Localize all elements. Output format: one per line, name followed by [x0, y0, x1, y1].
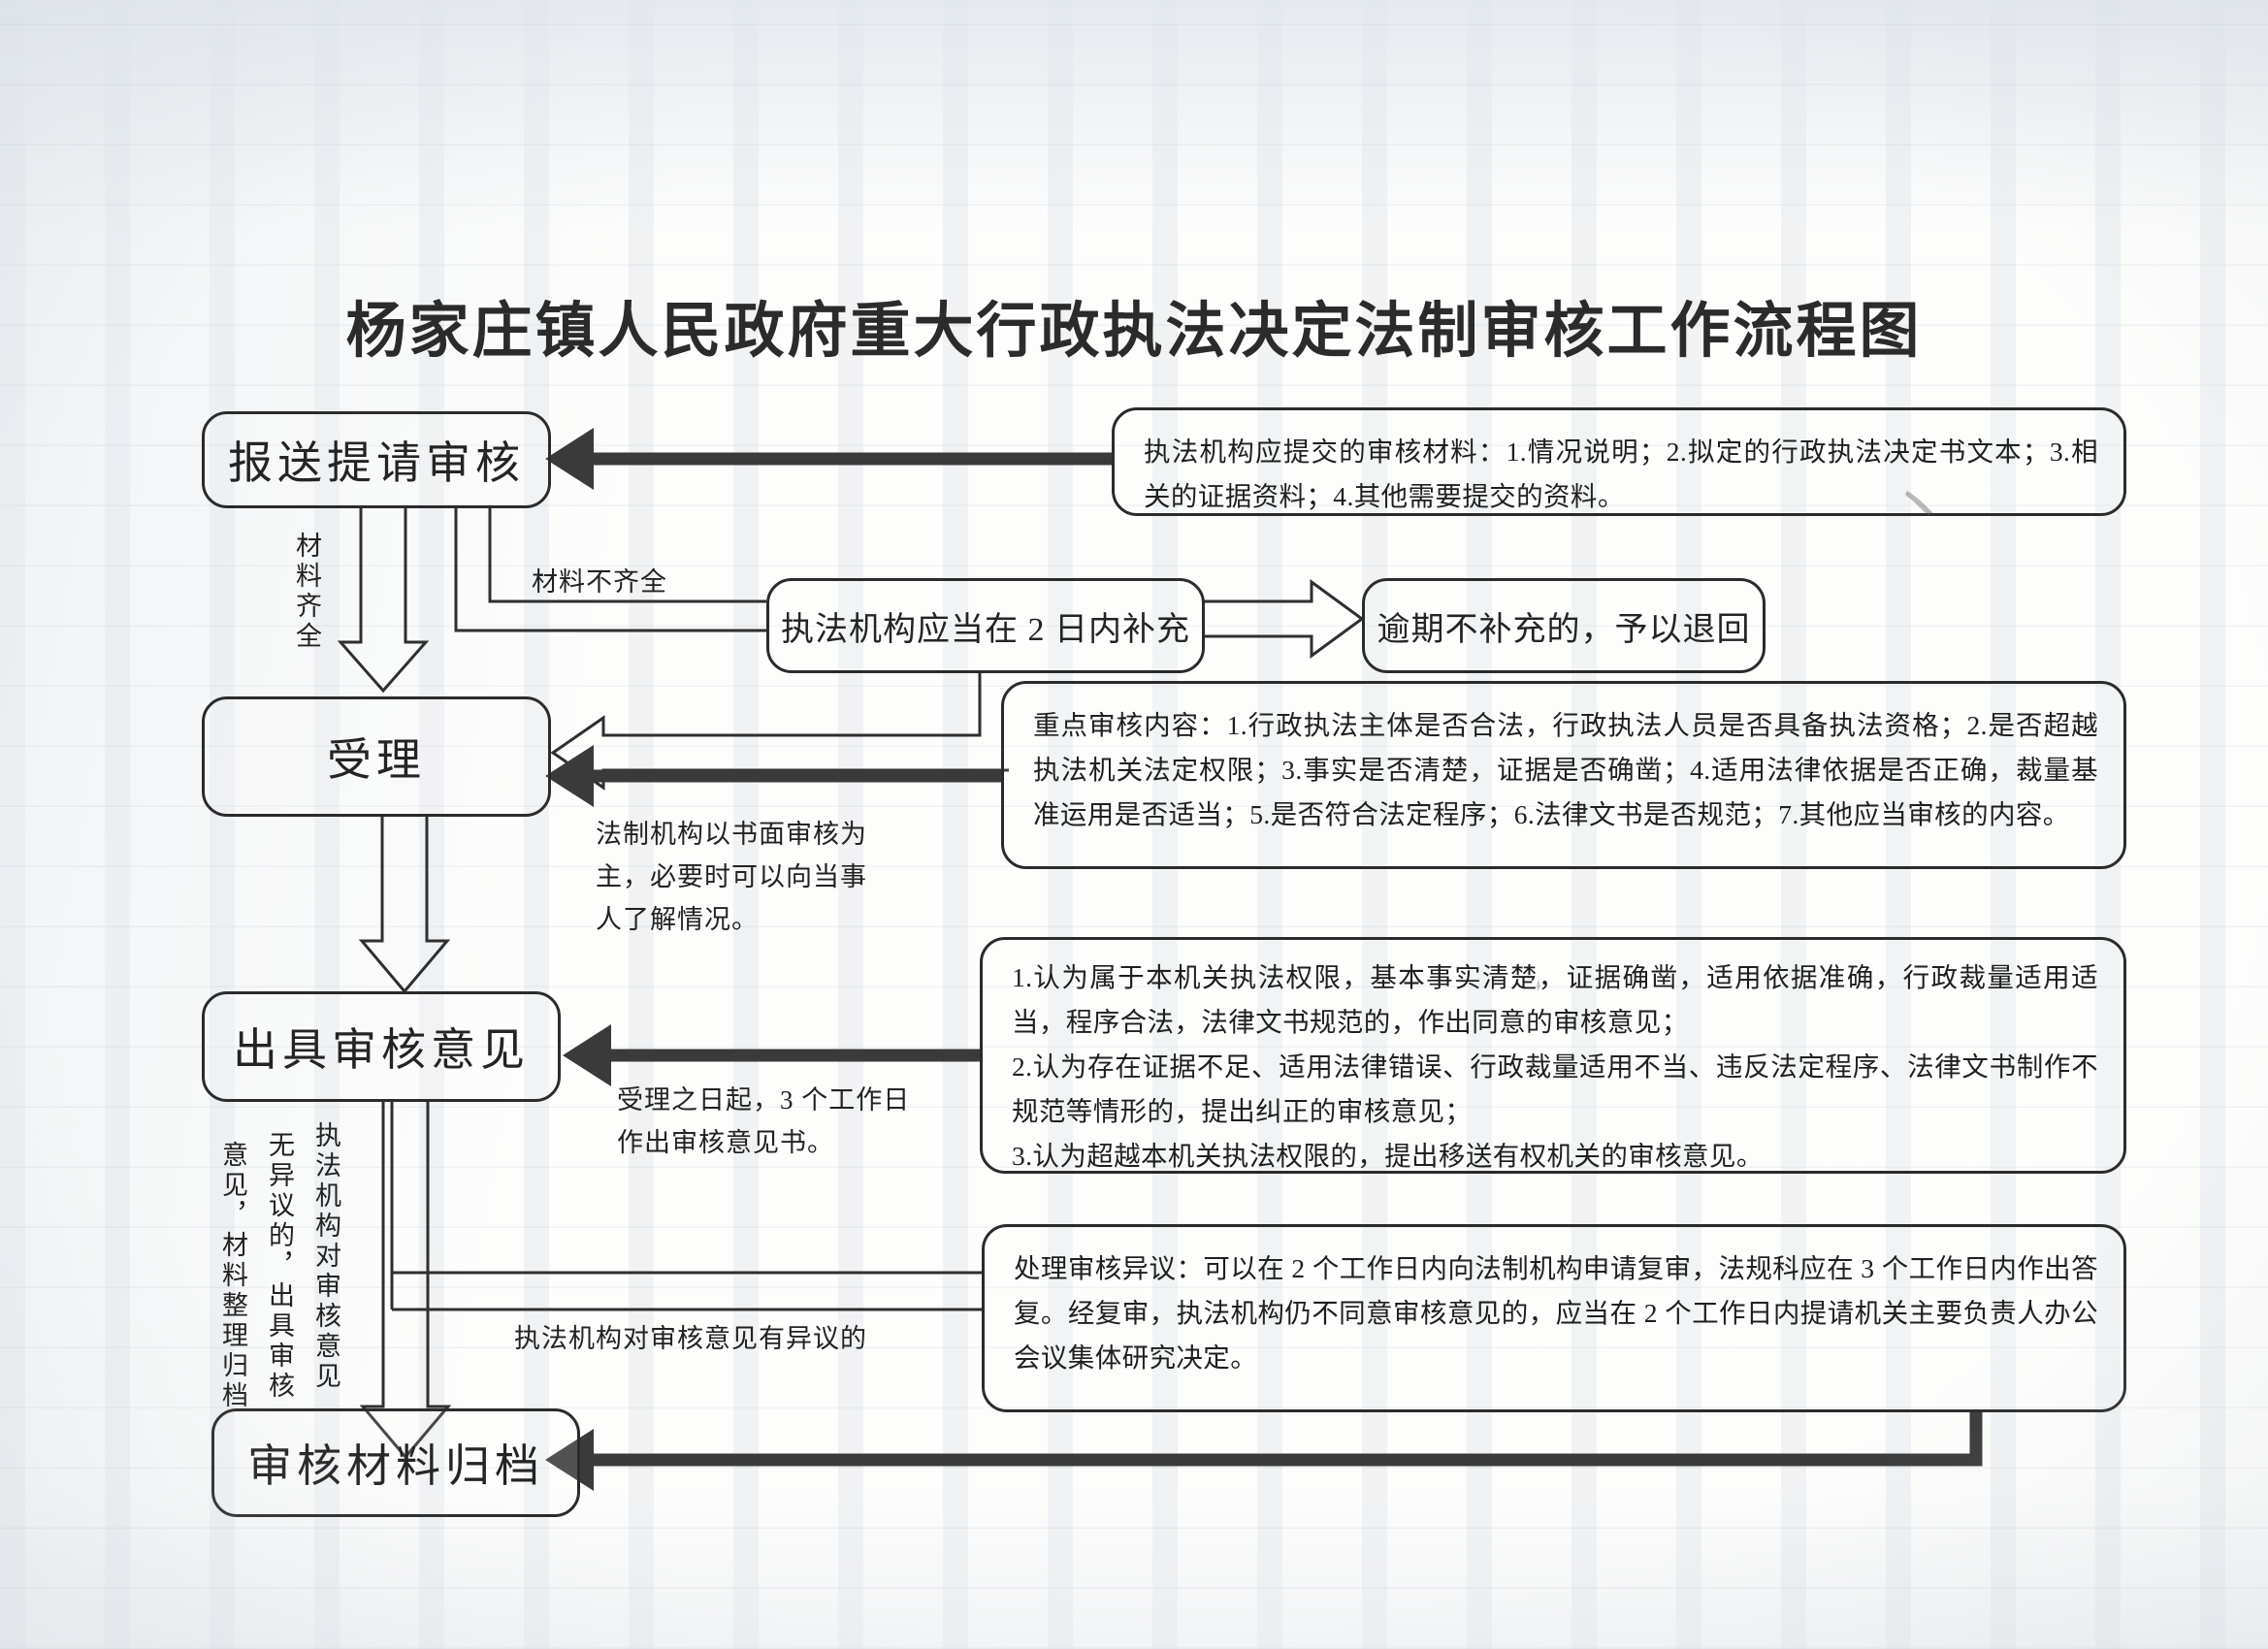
- arrow-objection-to-archive: [545, 1411, 1983, 1491]
- arrow-opinion-to-archive: [359, 1102, 452, 1460]
- edge-label-materials-complete: 材料齐全: [292, 532, 321, 652]
- node-archive-label: 审核材料归档: [247, 1441, 544, 1491]
- arrow-accept-to-opinion: [358, 817, 451, 994]
- arrow-key-content-to-accept: [545, 745, 1001, 807]
- arrow-materials-info-to-submit: [545, 428, 1112, 490]
- infobox-submit-materials-text: 执法机构应提交的审核材料：1.情况说明；2.拟定的行政执法决定书文本；3.相关的…: [1144, 436, 2098, 511]
- edge-label-no-objection-col1: 执法机构对审核意见: [311, 1121, 340, 1392]
- node-supplement[interactable]: 执法机构应当在 2 日内补充: [766, 578, 1205, 673]
- node-accept-label: 受理: [327, 735, 426, 785]
- infobox-objection-handling[interactable]: 处理审核异议：可以在 2 个工作日内向法制机构申请复审，法规科应在 3 个工作日…: [982, 1224, 2126, 1412]
- node-archive[interactable]: 审核材料归档: [211, 1408, 580, 1517]
- arrow-submit-to-supplement: [454, 508, 766, 632]
- node-return-overdue-label: 逾期不补充的，予以退回: [1377, 611, 1751, 648]
- page-title: 杨家庄镇人民政府重大行政执法决定法制审核工作流程图: [345, 299, 1923, 365]
- arrow-opinion-types-to-opinion: [563, 1024, 980, 1086]
- edge-label-no-objection-col3: 意见，材料整理归档: [218, 1141, 247, 1411]
- node-supplement-label: 执法机构应当在 2 日内补充: [781, 611, 1190, 648]
- infobox-opinion-type-3: 3.认为超越本机关执法权限的，提出移送有权机关的审核意见。: [1012, 1141, 1764, 1171]
- node-issue-opinion-label: 出具审核意见: [233, 1025, 530, 1075]
- infobox-opinion-types[interactable]: 1.认为属于本机关执法权限，基本事实清楚，证据确凿，适用依据准确，行政裁量适用适…: [980, 937, 2126, 1174]
- annotation-three-working-days: 受理之日起，3 个工作日 作出审核意见书。: [617, 1085, 911, 1157]
- infobox-objection-handling-text: 处理审核异议：可以在 2 个工作日内向法制机构申请复审，法规科应在 3 个工作日…: [1014, 1253, 2098, 1373]
- node-return-overdue[interactable]: 逾期不补充的，予以退回: [1362, 578, 1766, 673]
- annotation-written-review: 法制机构以书面审核为 主，必要时可以向当事 人了解情况。: [596, 820, 867, 934]
- edge-label-no-objection-col2: 无异议的，出具审核: [265, 1131, 294, 1402]
- infobox-opinion-type-2: 2.认为存在证据不足、适用法律错误、行政裁量适用不当、违反法定程序、法律文书制作…: [1012, 1051, 2098, 1126]
- arrow-submit-to-accept: [337, 508, 430, 694]
- arrow-supplement-to-return: [1203, 579, 1365, 659]
- infobox-opinion-type-1: 1.认为属于本机关执法权限，基本事实清楚，证据确凿，适用依据准确，行政裁量适用适…: [1012, 962, 2098, 1037]
- node-submit[interactable]: 报送提请审核: [202, 411, 551, 508]
- edge-label-materials-incomplete: 材料不齐全: [532, 567, 667, 597]
- edge-label-has-objection: 执法机构对审核意见有异议的: [514, 1324, 867, 1353]
- node-submit-label: 报送提请审核: [228, 438, 525, 488]
- infobox-key-review-content-text: 重点审核内容：1.行政执法主体是否合法，行政执法人员是否具备执法资格；2.是否超…: [1033, 710, 2098, 829]
- node-accept[interactable]: 受理: [202, 696, 551, 817]
- arrow-opinion-to-objection: [390, 1102, 982, 1311]
- node-issue-opinion[interactable]: 出具审核意见: [202, 991, 561, 1102]
- infobox-key-review-content[interactable]: 重点审核内容：1.行政执法主体是否合法，行政执法人员是否具备执法资格；2.是否超…: [1001, 681, 2126, 869]
- infobox-submit-materials[interactable]: 执法机构应提交的审核材料：1.情况说明；2.拟定的行政执法决定书文本；3.相关的…: [1112, 407, 2126, 516]
